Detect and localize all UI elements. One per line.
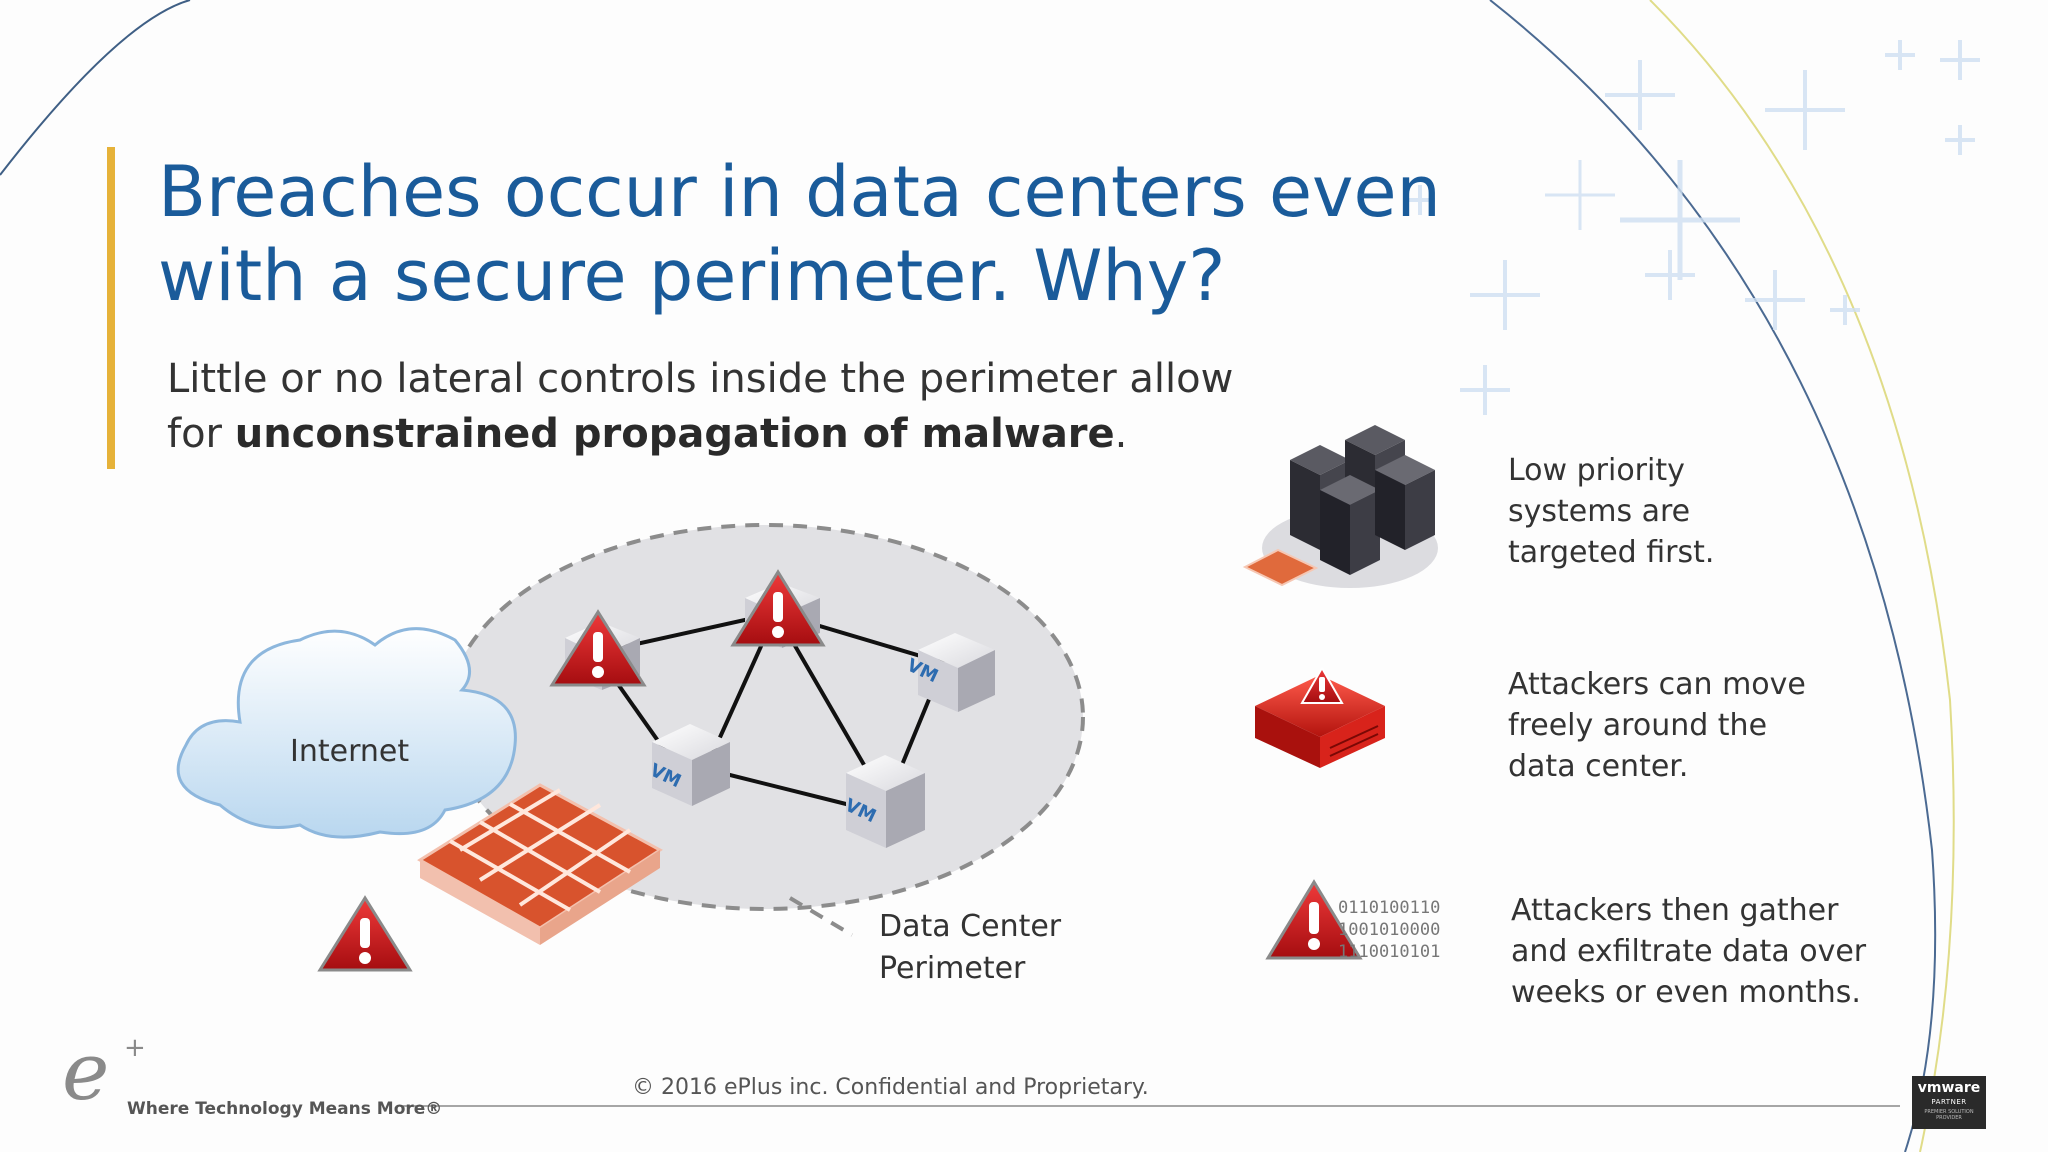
- binary-line: 0110100110: [1338, 898, 1441, 918]
- plus-pattern: [1405, 40, 1980, 415]
- subtitle-line: Little or no lateral controls inside the…: [167, 356, 1234, 402]
- warning-binary-icon: [1265, 879, 1363, 960]
- side-point-line: systems are: [1508, 494, 1691, 529]
- eplus-logo: e +: [62, 1025, 146, 1118]
- perimeter-label-line: Data Center: [879, 909, 1062, 944]
- logo-plus: +: [124, 1033, 146, 1063]
- subtitle-suffix: .: [1114, 411, 1128, 457]
- vm-cube-icon: [652, 724, 730, 806]
- vm-cube-icon: [846, 755, 925, 848]
- side-point-line: Low priority: [1508, 453, 1685, 488]
- side-point: Attackers then gather and exfiltrate dat…: [1511, 890, 1866, 1013]
- binary-line: 1110010101: [1338, 942, 1441, 962]
- firewall-appliance-icon: [1255, 665, 1385, 768]
- side-point-line: and exfiltrate data over: [1511, 934, 1867, 969]
- side-point-line: weeks or even months.: [1511, 975, 1861, 1010]
- slide-subtitle: Little or no lateral controls inside the…: [167, 352, 1417, 462]
- vm-cube-icon: [918, 633, 995, 712]
- slide-title: Breaches occur in data centers even with…: [158, 150, 1458, 318]
- arc-line: [1489, 0, 1937, 1152]
- subtitle-emphasis: unconstrained propagation of malware: [234, 411, 1115, 457]
- logo-letter: e: [62, 1025, 110, 1118]
- internet-label: Internet: [290, 734, 410, 769]
- arc-line: [1649, 0, 1955, 1152]
- title-line: with a secure perimeter. Why?: [158, 235, 1226, 317]
- side-point-line: Attackers can move: [1508, 667, 1806, 702]
- side-point-line: data center.: [1508, 749, 1689, 784]
- badge-sub: PARTNER: [1931, 1098, 1967, 1106]
- perimeter-leader-line: [788, 896, 854, 937]
- warning-icon: [730, 569, 826, 647]
- binary-line: 1001010000: [1338, 920, 1441, 940]
- perimeter-label: Data Center Perimeter: [879, 906, 1061, 990]
- badge-sub2: PREMIER SOLUTION PROVIDER: [1924, 1109, 1974, 1121]
- side-point: Low priority systems are targeted first.: [1508, 450, 1714, 573]
- tagline: Where Technology Means More®: [127, 1099, 443, 1119]
- side-point-line: Attackers then gather: [1511, 893, 1839, 928]
- badge-brand: vmware: [1917, 1080, 1981, 1096]
- title-line: Breaches occur in data centers even: [158, 151, 1441, 233]
- internet-cloud: [176, 627, 517, 839]
- arc-line: [0, 0, 191, 176]
- server-rack-icon: [1242, 425, 1438, 588]
- side-point: Attackers can move freely around the dat…: [1508, 664, 1806, 787]
- warning-icon: [317, 895, 413, 972]
- title-accent-bar: [107, 147, 115, 469]
- copyright-text: © 2016 ePlus inc. Confidential and Propr…: [632, 1075, 1149, 1100]
- vmware-partner-badge: vmware PARTNER PREMIER SOLUTION PROVIDER: [1912, 1076, 1986, 1129]
- perimeter-label-line: Perimeter: [879, 951, 1026, 986]
- warning-icon: [549, 609, 647, 687]
- binary-data: 0110100110 1001010000 1110010101: [1338, 897, 1440, 963]
- side-point-line: freely around the: [1508, 708, 1768, 743]
- side-point-line: targeted first.: [1508, 535, 1715, 570]
- subtitle-line: for unconstrained propagation of malware…: [167, 407, 1417, 462]
- firewall-brick-icon: [417, 783, 663, 945]
- subtitle-prefix: for: [167, 411, 235, 457]
